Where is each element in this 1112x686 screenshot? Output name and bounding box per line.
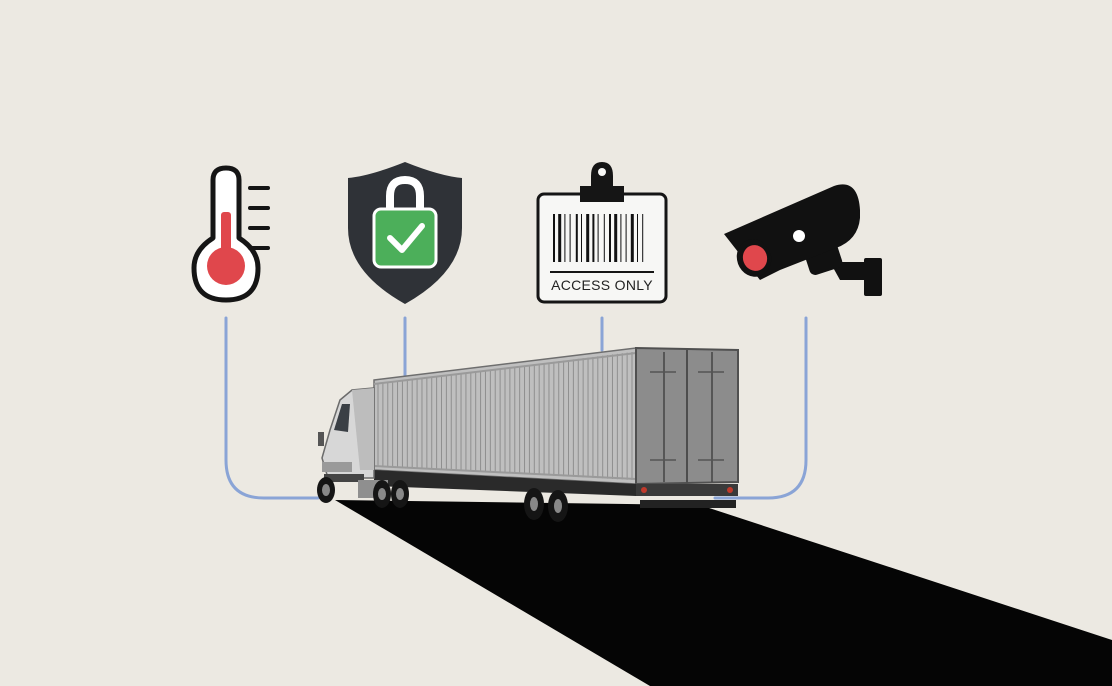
security-camera-icon (724, 184, 882, 296)
connector-line-camera (713, 316, 808, 500)
connector-lines (224, 316, 808, 500)
connector-line-thermometer (224, 316, 320, 500)
truck (317, 346, 739, 522)
barcode (553, 214, 644, 262)
truck-wheels (317, 477, 568, 522)
trailer-ribs (377, 352, 633, 480)
security-shield-lock-icon (348, 162, 462, 304)
thermometer-icon (191, 165, 270, 303)
access-badge-label: ACCESS ONLY (551, 277, 653, 293)
access-badge-icon: ACCESS ONLY (536, 162, 668, 304)
road (335, 500, 1112, 686)
